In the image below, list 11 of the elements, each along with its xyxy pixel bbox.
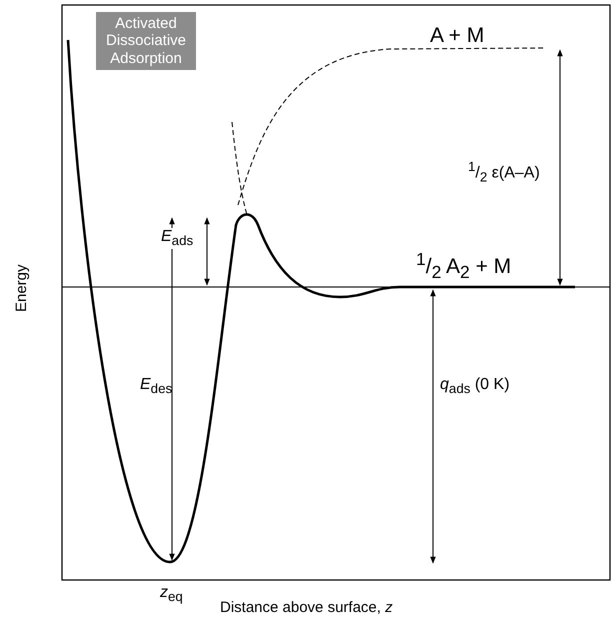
title-banner: [96, 12, 196, 70]
energy-label: E$_{des}$: [140, 376, 172, 397]
state-label: A + M: [430, 24, 484, 48]
energy-label: q$_{ads}$ (0 K): [440, 376, 510, 397]
axis-title: Distance above surface, z: [220, 600, 393, 616]
position-label: z$_{eq}$: [160, 584, 183, 605]
axis-title: Energy: [14, 263, 30, 314]
banner-text: Activated Dissociative Adsorption: [104, 15, 188, 67]
energy-label: E$_{ads}$: [160, 228, 194, 249]
state-label: $^{1}$/$_{2}$ A$_{2}$ + M: [416, 250, 512, 282]
energy-label: $^{1}$/$_{2}$ ε(A–A): [468, 160, 540, 186]
